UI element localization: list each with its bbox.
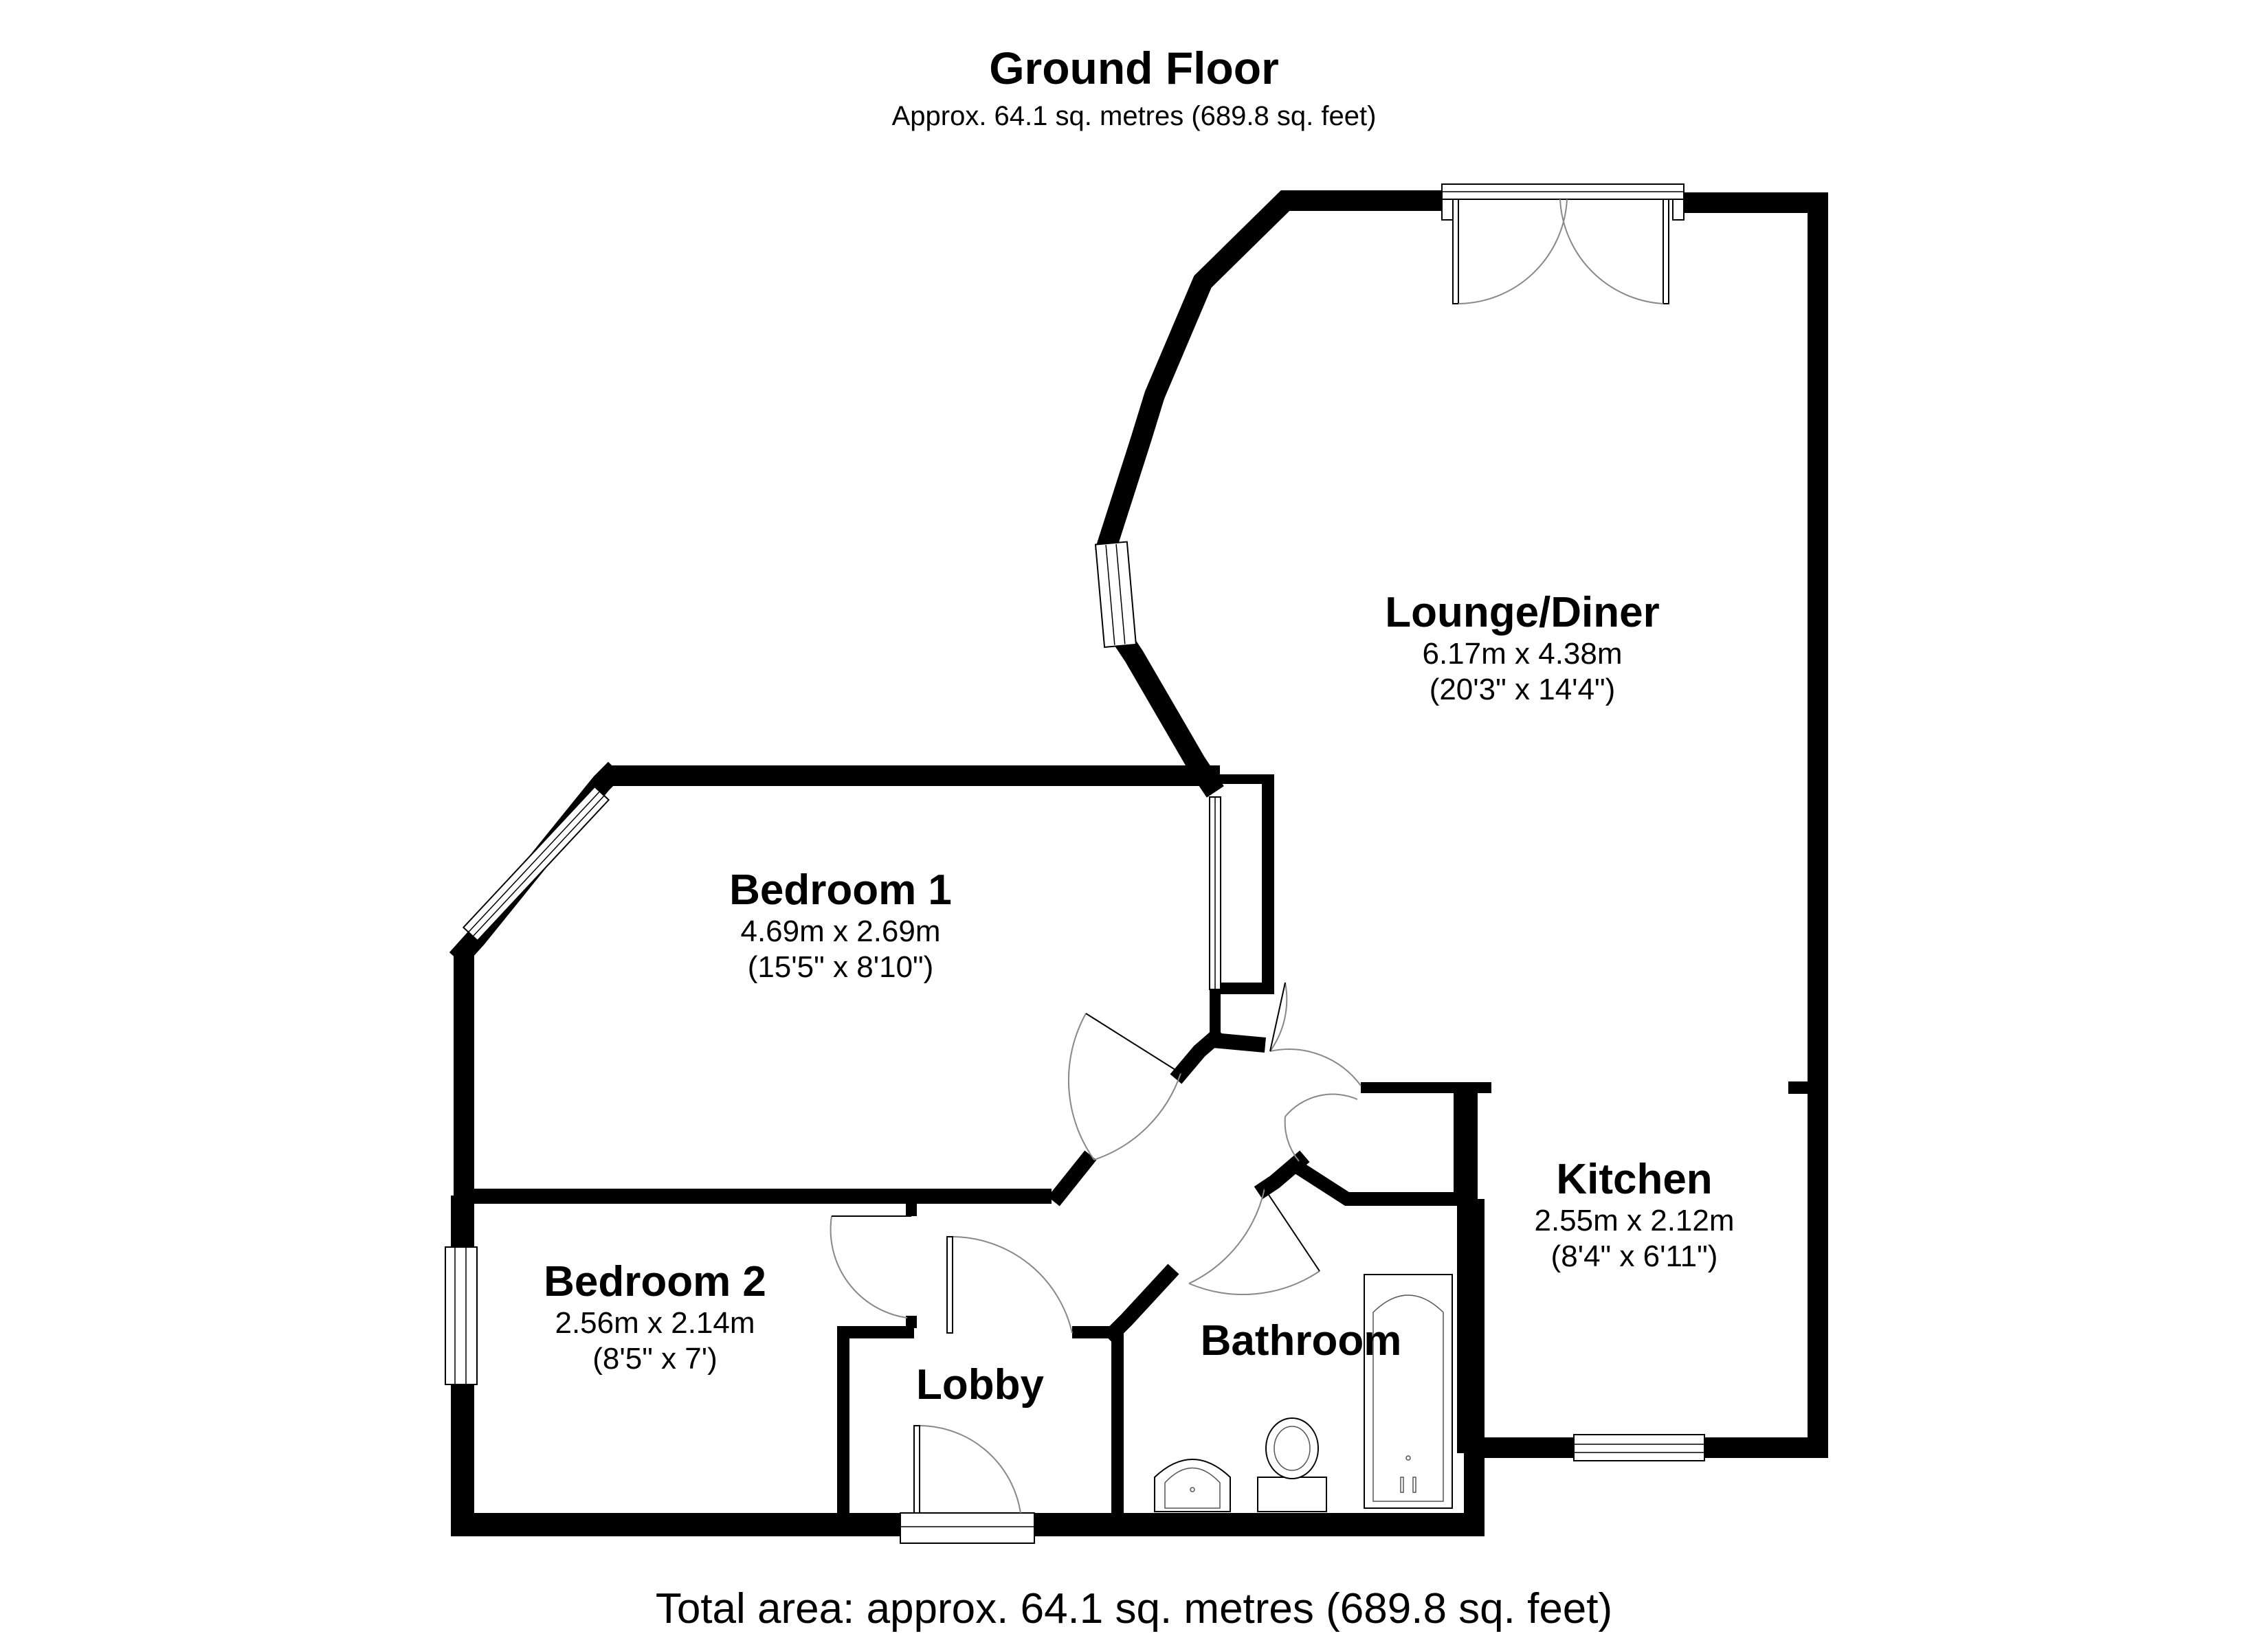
room-name: Lounge/Diner [1385, 589, 1660, 636]
lounge-top-window [1441, 183, 1685, 221]
bedroom1-window [462, 785, 610, 942]
room-imperial-size: (8'5" x 7') [592, 1342, 718, 1376]
room-name: Bedroom 2 [544, 1258, 766, 1305]
hall-wall-c [1047, 1150, 1097, 1207]
bedroom1-bottom-wall [474, 1189, 1052, 1204]
room-metric-size: 6.17m x 4.38m [1422, 637, 1622, 671]
floor-area-subtitle: Approx. 64.1 sq. metres (689.8 sq. feet) [892, 101, 1377, 131]
hall-wall-b [1212, 1033, 1266, 1053]
room-lobby: Lobby [916, 1361, 1044, 1409]
room-name: Kitchen [1556, 1156, 1712, 1203]
bedroom2-door-jamb [906, 1202, 917, 1216]
hall-small-door[interactable] [1284, 1093, 1358, 1162]
bath-icon [1364, 1274, 1453, 1509]
room-name: Lobby [916, 1361, 1044, 1409]
lobby-top-wall-right [1072, 1326, 1120, 1338]
room-name: Bathroom [1201, 1317, 1402, 1365]
bottom-outer-wall-right [1034, 1513, 1485, 1536]
kitchen-wall-stub [1788, 1081, 1809, 1094]
bathroom-right-wall-top [1454, 1092, 1460, 1202]
lounge-bay-wall-lower [1113, 631, 1224, 798]
room-bedroom-2: Bedroom 2 2.56m x 2.14m (8'5" x 7') [544, 1258, 766, 1376]
room-bathroom: Bathroom [1201, 1317, 1402, 1365]
lobby-top-wall-left [837, 1326, 914, 1338]
lounge-bay-window [1094, 541, 1137, 649]
lobby-inner-door[interactable] [946, 1236, 1073, 1334]
toilet-icon [1257, 1417, 1327, 1512]
floor-title: Ground Floor [989, 43, 1279, 93]
room-metric-size: 2.56m x 2.14m [555, 1306, 755, 1340]
lobby-left-wall [837, 1326, 849, 1513]
hall-wall-a [1170, 1027, 1226, 1084]
kitchen-window [1573, 1434, 1705, 1461]
sink-icon [1154, 1459, 1231, 1512]
room-metric-size: 4.69m x 2.69m [740, 915, 940, 948]
bathroom-door[interactable] [1188, 1188, 1320, 1296]
lounge-top-wall-right [1682, 192, 1828, 213]
lobby-right-wall [1111, 1326, 1124, 1513]
bedroom1-cupboard-window [1209, 796, 1221, 990]
room-bedroom-1: Bedroom 1 4.69m x 2.69m (15'5" x 8'10") [729, 866, 952, 984]
room-kitchen: Kitchen 2.55m x 2.12m (8'4" x 6'11") [1534, 1156, 1734, 1273]
bedroom2-door[interactable] [830, 1215, 911, 1319]
cupboard-top-wall [1215, 774, 1271, 784]
room-imperial-size: (20'3" x 14'4") [1430, 673, 1616, 706]
room-metric-size: 2.55m x 2.12m [1534, 1204, 1734, 1237]
bathroom-fixtures [1154, 1274, 1453, 1512]
windows [445, 183, 1705, 1544]
bottom-outer-wall-left [451, 1513, 900, 1536]
bedroom1-top-wall [608, 765, 1220, 786]
lounge-bay-wall [1095, 190, 1454, 556]
hall-wall-e [1102, 1264, 1179, 1344]
bedroom2-window [445, 1246, 478, 1385]
bedroom1-door[interactable] [1067, 1013, 1181, 1160]
room-lounge-diner: Lounge/Diner 6.17m x 4.38m (20'3" x 14'4… [1385, 589, 1660, 706]
room-name: Bedroom 1 [729, 866, 952, 914]
lounge-french-doors[interactable] [1452, 199, 1669, 304]
lounge-right-wall [1808, 192, 1828, 1458]
bathroom-right-wall-lower [1464, 1199, 1485, 1536]
room-imperial-size: (8'4" x 6'11") [1551, 1239, 1718, 1273]
total-area: Total area: approx. 64.1 sq. metres (689… [656, 1585, 1612, 1633]
front-door-frame [900, 1512, 1035, 1544]
doors [830, 199, 1669, 1514]
room-imperial-size: (15'5" x 8'10") [748, 950, 934, 984]
cupboard-door[interactable] [1269, 982, 1361, 1086]
cupboard-right-wall [1262, 774, 1274, 994]
bathroom-angled-wall [1289, 1158, 1471, 1206]
lobby-door-jamb-top [906, 1316, 917, 1328]
cupboard-bottom-wall [1215, 983, 1274, 994]
front-door[interactable] [913, 1424, 1021, 1514]
